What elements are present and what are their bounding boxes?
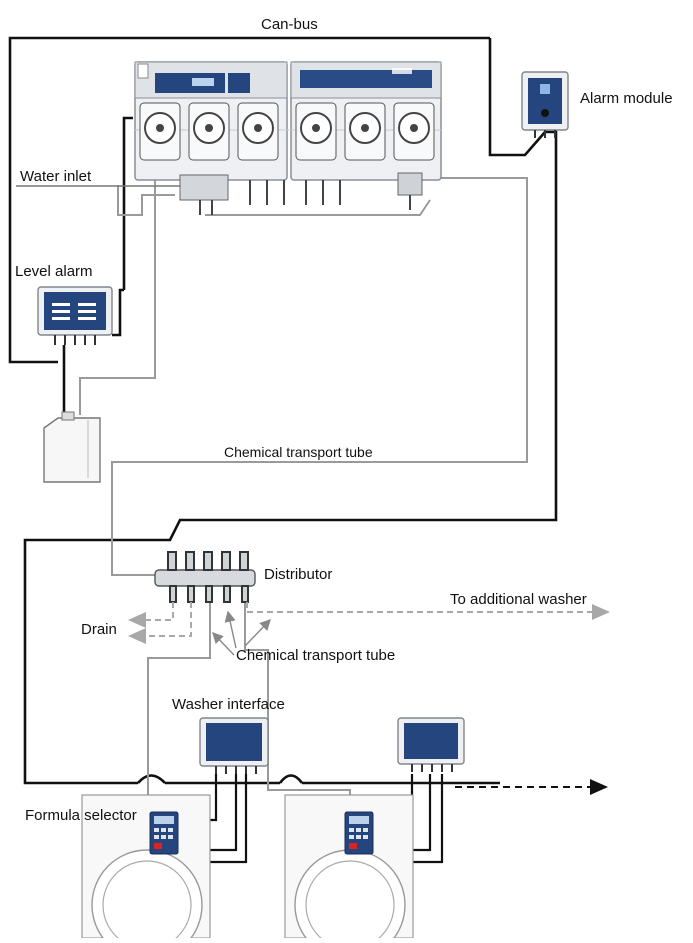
chemical-tubes xyxy=(79,175,528,812)
drain-lines xyxy=(128,602,610,644)
level-alarm-device xyxy=(37,286,113,345)
label-alarm-module: Alarm module xyxy=(580,90,673,107)
formula-selector-2 xyxy=(344,811,374,855)
label-can-bus: Can-bus xyxy=(261,16,318,33)
label-chemical-transport-tube-bottom: Chemical transport tube xyxy=(236,647,395,664)
label-drain: Drain xyxy=(81,621,117,638)
tube-callout-arrows xyxy=(212,610,271,656)
label-level-alarm: Level alarm xyxy=(15,263,93,280)
label-distributor: Distributor xyxy=(264,566,332,583)
washer-interface-2 xyxy=(397,717,465,772)
label-to-additional-washer: To additional washer xyxy=(450,591,587,608)
label-washer-interface: Washer interface xyxy=(172,696,285,713)
label-formula-selector: Formula selector xyxy=(25,807,137,824)
label-chemical-transport-tube-top: Chemical transport tube xyxy=(224,444,373,460)
label-water-inlet: Water inlet xyxy=(20,168,92,185)
chemical-canister xyxy=(43,411,101,483)
distributor-device xyxy=(154,551,256,603)
formula-selector-1 xyxy=(149,811,179,855)
washer-machine-1 xyxy=(81,794,211,943)
can-bus-lines xyxy=(8,36,558,785)
alarm-module-device xyxy=(521,71,569,138)
washer-interface-1 xyxy=(199,717,269,774)
can-bus-hops xyxy=(137,774,304,784)
dosing-pump-unit xyxy=(134,61,442,215)
